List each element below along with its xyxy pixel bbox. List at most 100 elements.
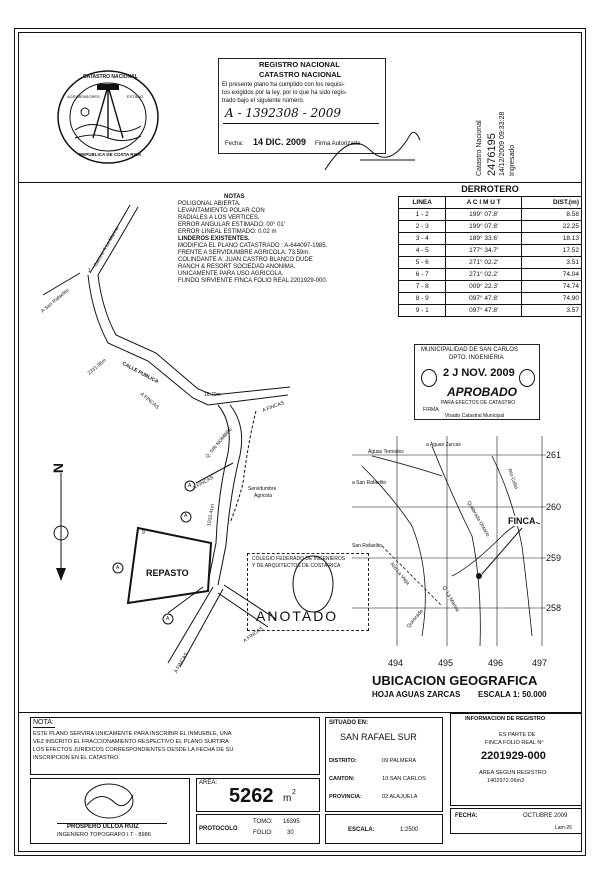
notes-block: NOTAS POLIGONAL ABIERTA. LEVANTAMIENTO P…: [178, 194, 378, 285]
registro-info-box: INFORMACION DE REGISTRO ES PARTE DE FINC…: [450, 713, 582, 806]
note-item: POLIGONAL ABIERTA.: [178, 201, 241, 207]
cell-azimut: 199° 07.8': [445, 220, 522, 233]
site-map: [42, 204, 291, 668]
muni-line1: MUNICIPALIDAD DE SAN CARLOS: [421, 347, 518, 353]
derrotero-title: DERROTERO: [461, 184, 519, 194]
note-item: ERROR ANGULAR ESTIMADO: 00° 01': [178, 222, 285, 228]
distrito-value: 09 PALMERA: [382, 758, 417, 764]
escala-box: ESCALA: 1:2500: [325, 814, 443, 844]
registro-area-value: 1402972.06m2: [487, 778, 525, 784]
registro-info-line1: ES PARTE DE: [499, 732, 536, 738]
colegio-line2: Y DE ARQUITECTOS DE COSTA RICA: [252, 563, 341, 569]
area-box: AREA: 5262 m 2: [196, 778, 320, 812]
grid-bottom-495: 495: [438, 658, 454, 668]
muni-footer: Visado Catastral Municipal: [445, 413, 505, 419]
municipal-stamp: MUNICIPALIDAD DE SAN CARLOS DPTO. INGENI…: [414, 344, 540, 420]
notes-title: NOTAS: [224, 194, 245, 200]
registro-area-label: AREA SEGUN REGISTRO:: [479, 770, 548, 776]
canton-label: CANTON:: [329, 776, 355, 782]
cell-linea: 9 - 1: [397, 304, 447, 317]
seal-bottom-text: REPUBLICA DE COSTA RICA: [79, 152, 142, 157]
loc-finca: FINCA: [508, 516, 536, 526]
grid-bottom-497: 497: [532, 658, 548, 668]
cell-azimut: 177° 34.7': [445, 244, 522, 257]
grid-right-259: 259: [546, 553, 562, 563]
situado-box: SITUADO EN: SAN RAFAEL SUR DISTRITO: 09 …: [325, 717, 443, 812]
registry-date-label: Fecha:: [225, 141, 244, 147]
note-item: ERROR LINEAL ESTIMADO: 0.02 m: [178, 229, 277, 235]
note-item: RADIALES A LOS VERTICES.: [178, 215, 260, 221]
protocolo-label: PROTOCOLO: [199, 826, 238, 832]
protocolo-tomo-label: TOMO:: [253, 819, 273, 825]
map-label-1670: 16.70m: [204, 392, 221, 398]
cell-dist: 17.52: [521, 244, 582, 257]
side-vertical-3: 14/12/2009 09:33:28: [499, 111, 506, 176]
registry-text3: trado bajo el siguiente número.: [222, 98, 305, 104]
note-item: FRENTE A SERVIDUMBRE AGRICOLA: 73.59m.: [178, 250, 310, 256]
muni-date: 2 J NOV. 2009: [443, 367, 515, 379]
note-item: UNICAMENTE PARA USO AGRICOLA.: [178, 271, 284, 277]
protocolo-folio-label: FOLIO:: [253, 830, 273, 836]
ubicacion-escala: ESCALA 1: 50.000: [478, 690, 547, 699]
registry-number-underline: [223, 123, 379, 124]
cell-dist: 18.13: [521, 232, 582, 245]
grid-right-260: 260: [546, 502, 562, 512]
derrotero-header: A C I M U T: [445, 196, 522, 209]
nota-line: VEZ INSCRITO EL FRACCIONAMIENTO RESPECTI…: [33, 739, 229, 745]
note-item: RANCH & RESORT SOCIEDAD ANONIMA.: [178, 264, 296, 270]
derrotero-header: DIST.(m): [521, 196, 582, 209]
derrotero-header-row: LINEA A C I M U T DIST.(m): [397, 196, 582, 209]
grid-right-261: 261: [546, 450, 562, 460]
nota-line: ESTE PLANO SERVIRA UNICAMENTE PARA INSCR…: [33, 731, 232, 737]
cell-azimut: 271° 02.2': [445, 268, 522, 281]
muni-approved: APROBADO: [447, 385, 518, 399]
side-vertical-2: 2476195: [486, 133, 498, 176]
north-arrow-icon: N: [50, 462, 67, 474]
area-unit: m: [283, 793, 292, 804]
fecha-value: OCTUBRE 2009: [523, 813, 568, 819]
cell-azimut: 271° 02.2': [445, 256, 522, 269]
escala-value: 1:2500: [400, 827, 419, 833]
seal-right-text: ESTADO: [127, 94, 144, 99]
muni-emblem-right-icon: [519, 369, 535, 387]
situado-title: SITUADO EN:: [329, 720, 368, 726]
distrito-label: DISTRITO:: [329, 758, 357, 764]
escala-label: ESCALA:: [348, 827, 375, 833]
cell-dist: 74.90: [521, 292, 582, 305]
nota-title: NOTA:: [33, 719, 54, 726]
map-point-1: 1: [88, 268, 91, 274]
registry-text2: tos exigidos por la ley, por lo que ha s…: [222, 90, 347, 96]
registry-title2: CATASTRO NACIONAL: [259, 70, 342, 79]
protocolo-folio: 30: [287, 830, 294, 836]
ubicacion-title: UBICACION GEOGRAFICA: [372, 673, 538, 688]
ubicacion-hoja: HOJA AGUAS ZARCAS: [372, 690, 461, 699]
colegio-oval: [292, 555, 334, 613]
engineer-name: PROSPERO ULLOA RUIZ: [67, 824, 139, 830]
situado-place: SAN RAFAEL SUR: [340, 732, 417, 742]
signature-box: PROSPERO ULLOA RUIZ INGENIERO TOPOGRAFO …: [30, 778, 190, 844]
registry-signature-scribble: [324, 131, 421, 171]
protocolo-box: PROTOCOLO TOMO: 16395 FOLIO: 30: [196, 814, 320, 844]
engineer-title: INGENIERO TOPOGRAFO I.T - 8986: [57, 832, 151, 838]
cell-azimut: 009° 22.3': [445, 280, 522, 293]
fecha-lam: Lam-26: [555, 825, 572, 831]
area-label: AREA:: [199, 780, 218, 786]
provincia-value: 02 ALAJUELA: [382, 794, 418, 800]
cell-dist: 3.57: [521, 304, 582, 317]
note-item: COLINDANTE A: JUAN CASTRO BLANCO DUDE: [178, 257, 313, 263]
fecha-label: FECHA:: [455, 813, 478, 819]
grid-bottom-494: 494: [388, 658, 404, 668]
nota-line: LOS EFECTOS JURIDICOS CORRESPONDIENTES D…: [33, 747, 234, 753]
registro-info-number: 2201929-000: [481, 750, 546, 762]
loc-aguas-termales: Aguas Termales: [368, 449, 404, 455]
note-item: MODIFICA EL PLANO CATASTRADO : A-644097-…: [178, 243, 328, 249]
signature-line: [57, 823, 167, 824]
nota-line: INSCRIPCION EN EL CATASTRO.: [33, 755, 120, 761]
registry-date: 14 DIC. 2009: [253, 137, 307, 147]
